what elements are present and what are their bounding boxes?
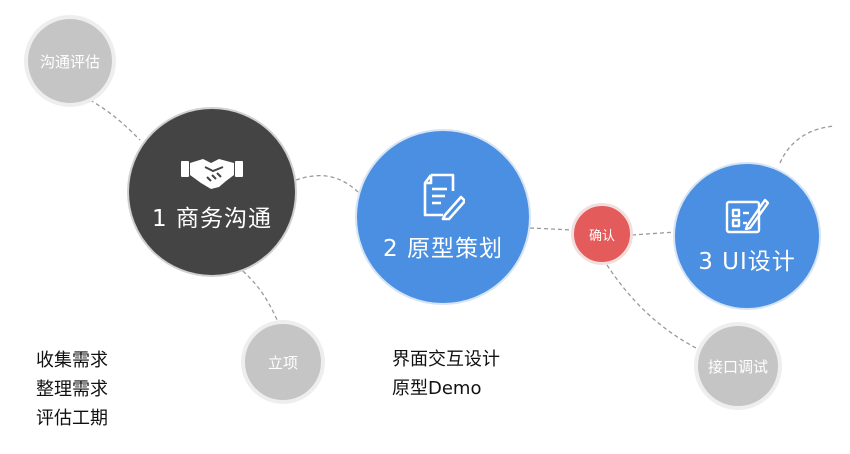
node-business-label: 1 商务沟通 [152, 206, 272, 232]
node-lixiang[interactable]: 立项 [241, 320, 325, 404]
node-business[interactable]: 1 商务沟通 [127, 107, 297, 277]
node-ui-design-label: 3 UI设计 [698, 249, 796, 275]
node-prototype-label: 2 原型策划 [383, 236, 503, 262]
link-business-prototype [295, 175, 363, 197]
node-ui-design[interactable]: 3 UI设计 [673, 162, 821, 310]
node-comm-eval[interactable]: 沟通评估 [24, 15, 116, 107]
link-comm-business [89, 99, 141, 141]
document-pen-icon [423, 173, 465, 221]
note-item: 整理需求 [36, 379, 108, 400]
link-prototype-confirm [529, 227, 574, 231]
node-comm-eval-label: 沟通评估 [39, 52, 100, 71]
link-confirm-api [606, 264, 701, 351]
link-ui-upper [779, 125, 836, 164]
node-prototype[interactable]: 2 原型策划 [355, 129, 531, 305]
link-confirm-ui [631, 231, 677, 236]
node-confirm-label: 确认 [588, 228, 615, 244]
node-api-debug[interactable]: 接口调试 [694, 322, 782, 410]
notes-business: 收集需求 整理需求 评估工期 [36, 346, 108, 433]
node-lixiang-label: 立项 [267, 353, 298, 372]
node-confirm[interactable]: 确认 [571, 203, 633, 265]
handshake-icon [181, 159, 243, 189]
notes-prototype: 界面交互设计 原型Demo [392, 345, 500, 403]
node-api-debug-label: 接口调试 [707, 357, 768, 376]
note-item: 收集需求 [36, 350, 108, 371]
design-board-icon [725, 198, 769, 234]
note-item: 评估工期 [36, 408, 108, 429]
note-item: 原型Demo [392, 378, 482, 399]
note-item: 界面交互设计 [392, 349, 500, 370]
